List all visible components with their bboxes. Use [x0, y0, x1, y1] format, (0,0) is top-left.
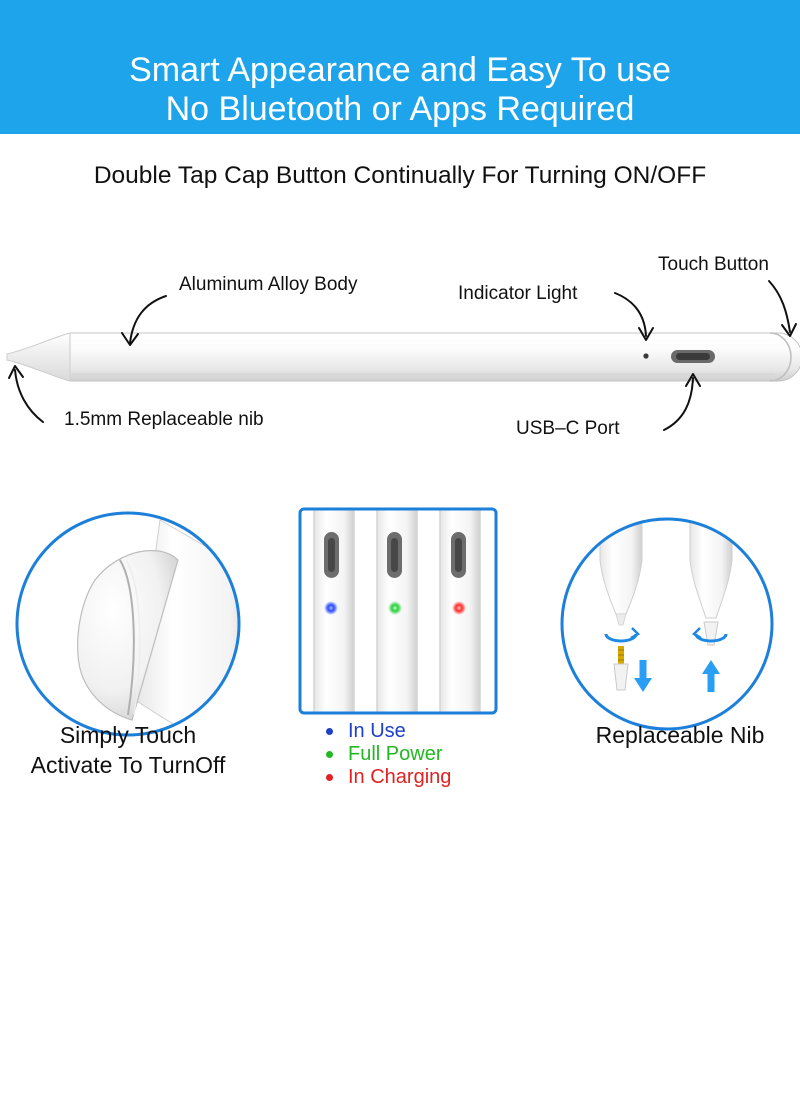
- label-touch-button: Touch Button: [658, 254, 769, 275]
- led-green: [388, 601, 402, 615]
- legend-dot-green: [326, 751, 333, 758]
- legend-label: In Charging: [348, 766, 452, 788]
- led-red: [452, 601, 466, 615]
- caption-touch-line-1: Simply Touch: [59, 722, 197, 748]
- label-aluminum-body: Aluminum Alloy Body: [179, 274, 358, 295]
- label-indicator-light: Indicator Light: [458, 283, 578, 304]
- subtitle: Double Tap Cap Button Continually For Tu…: [93, 162, 707, 189]
- legend-label: In Use: [348, 720, 406, 742]
- banner-title-line-2: No Bluetooth or Apps Required: [165, 90, 635, 128]
- indicator-light-dot: [643, 353, 649, 359]
- indicator-led-panel: [298, 507, 498, 715]
- label-usb-c-port: USB–C Port: [516, 418, 620, 439]
- caption-touch-line-2: Activate To TurnOff: [30, 752, 226, 778]
- banner-title-line-1: Smart Appearance and Easy To use: [129, 51, 671, 89]
- caption-touch: Simply Touch Activate To TurnOff: [8, 720, 248, 780]
- label-replaceable-nib: 1.5mm Replaceable nib: [64, 409, 264, 430]
- legend-item-in-charging: In Charging: [326, 766, 451, 789]
- stylus-pen: [6, 332, 800, 382]
- header-banner: Smart Appearance and Easy To use No Blue…: [0, 0, 800, 134]
- caption-replaceable-nib: Replaceable Nib: [595, 722, 765, 748]
- legend-dot-blue: [326, 728, 333, 735]
- led-blue: [324, 601, 338, 615]
- legend-dot-red: [326, 774, 333, 781]
- led-legend: In Use Full Power In Charging: [326, 720, 451, 789]
- callout-arrows: [8, 280, 797, 431]
- replaceable-nib-circle: [560, 517, 774, 731]
- legend-item-in-use: In Use: [326, 720, 451, 743]
- legend-item-full-power: Full Power: [326, 743, 451, 766]
- legend-label: Full Power: [348, 743, 443, 765]
